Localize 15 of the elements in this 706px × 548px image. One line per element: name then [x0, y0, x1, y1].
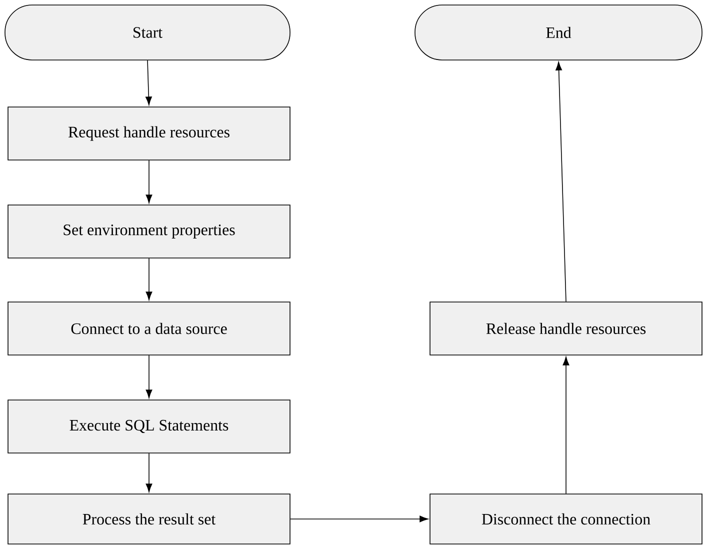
arrow	[562, 356, 570, 494]
arrow	[146, 258, 152, 300]
process-box: Process the result set	[8, 494, 290, 544]
process-box: Connect to a data source	[8, 302, 290, 356]
arrow	[290, 516, 428, 522]
process-box: Set environment properties	[8, 204, 290, 258]
process-box: Disconnect the connection	[430, 494, 702, 544]
arrow	[556, 62, 566, 302]
process-box: Release handle resources	[430, 302, 702, 356]
arrow	[145, 60, 152, 106]
arrow	[146, 354, 152, 398]
arrow	[146, 452, 152, 492]
process-box: Execute SQL Statements	[8, 400, 290, 454]
arrow	[146, 160, 152, 204]
process-box: Request handle resources	[8, 106, 290, 160]
